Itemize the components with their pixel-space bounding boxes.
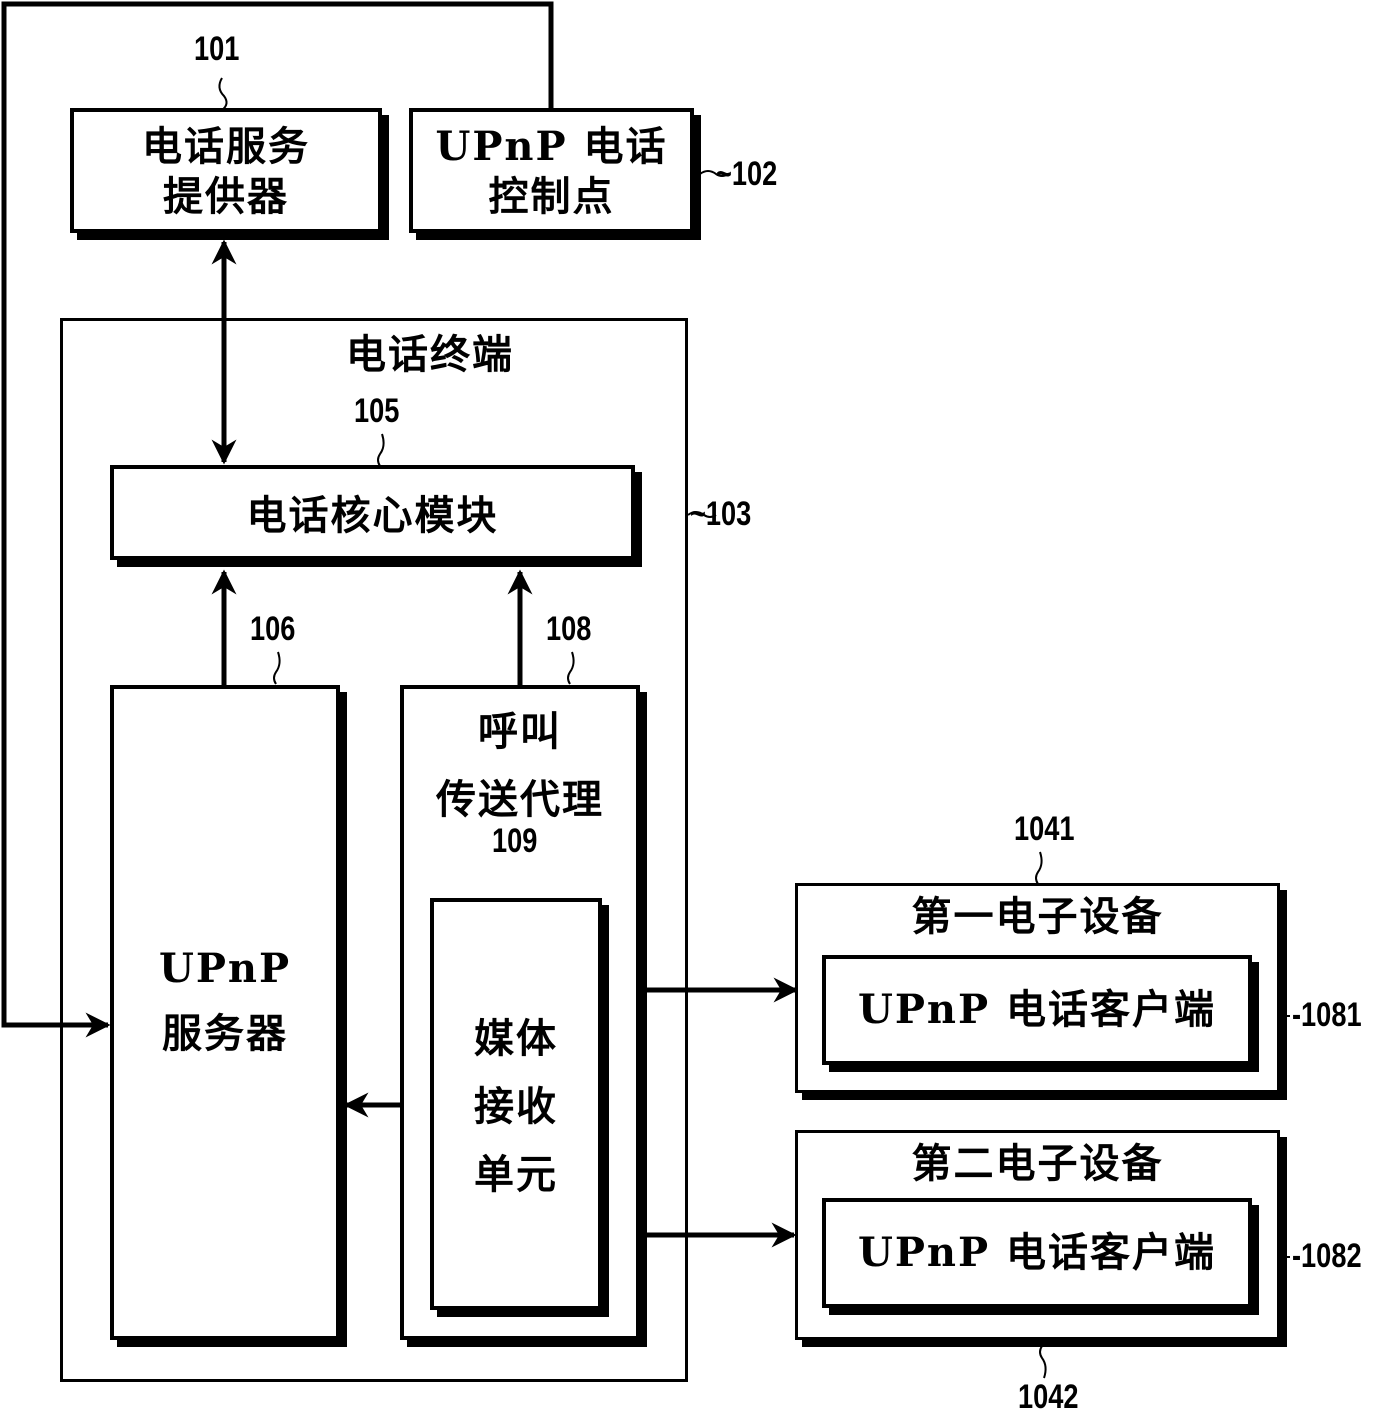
upnp-server-block: UPnP 服务器 [110,685,340,1340]
phone-service-provider-label-1: 电话服务 [142,123,310,170]
second-electronic-device-label: 第二电子设备 [911,1140,1164,1187]
upnp-server-label-2: 服务器 [162,1010,288,1057]
upnp-control-point-label-2: 控制点 [488,173,615,220]
media-receiving-unit-label-2: 接收 [474,1083,558,1130]
call-transfer-agent-label-1: 呼叫 [478,708,562,755]
ref-103: ~103 [690,495,752,533]
phone-terminal-label: 电话终端 [346,331,514,378]
upnp-phone-client-2-label: UPnP 电话客户端 [857,1229,1217,1276]
phone-core-module-label: 电话核心模块 [246,492,499,539]
phone-service-provider-block: 电话服务 提供器 [70,108,382,233]
upnp-server-label-1: UPnP [158,945,292,992]
first-electronic-device-label: 第一电子设备 [911,893,1164,940]
ref-101: 101 [194,30,240,68]
upnp-control-point-label-1: UPnP 电话 [435,123,668,170]
ref-106: 106 [250,610,296,648]
control-point-to-server-line [1,1,554,1038]
upnp-phone-client-1-block: UPnP 电话客户端 [822,955,1252,1065]
ref-105: 105 [354,392,400,430]
upnp-control-point-block: UPnP 电话 控制点 [409,108,694,233]
ref-102: ~102 [716,155,778,193]
upnp-phone-client-1-label: UPnP 电话客户端 [857,986,1217,1033]
ref-1041: 1041 [1014,810,1075,848]
ref-108: 108 [546,610,592,648]
ref-1081: -1081 [1292,996,1362,1034]
phone-terminal-frame [60,318,688,1382]
media-receiving-unit-block: 媒体 接收 单元 [430,898,602,1310]
upnp-phone-client-2-block: UPnP 电话客户端 [822,1198,1252,1308]
media-receiving-unit-label-1: 媒体 [474,1015,558,1062]
call-transfer-agent-label-2: 传送代理 [436,776,604,823]
phone-service-provider-label-2: 提供器 [163,173,289,220]
media-receiving-unit-label-3: 单元 [474,1151,558,1198]
ref-109: 109 [492,822,538,860]
phone-core-module-block: 电话核心模块 [110,465,635,560]
ref-1082: -1082 [1292,1237,1362,1275]
ref-1042: 1042 [1018,1378,1079,1416]
